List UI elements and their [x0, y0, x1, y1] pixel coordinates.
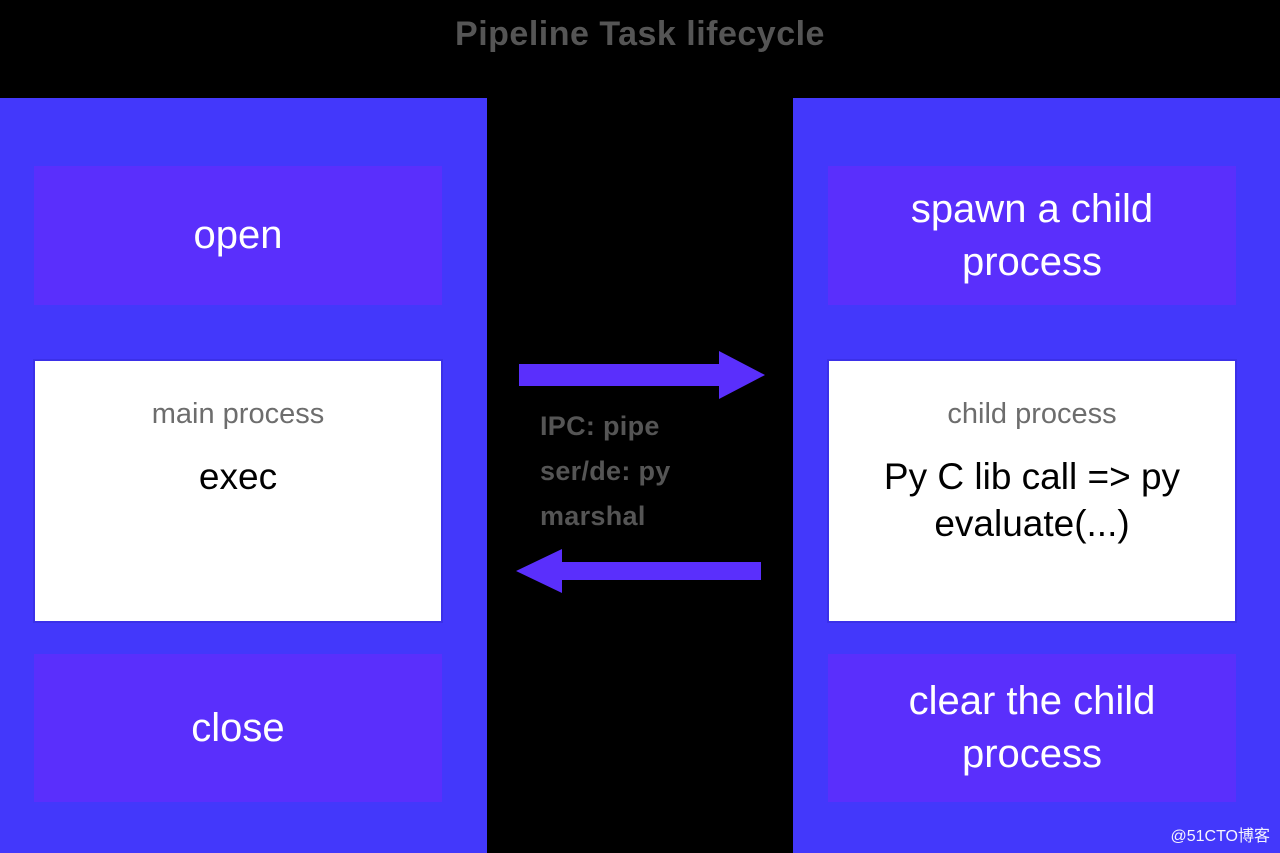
page-title: Pipeline Task lifecycle — [455, 15, 825, 53]
stage-box-clear-child: clear the child process — [828, 654, 1236, 802]
child-process-body: Py C lib call => py evaluate(...) — [883, 456, 1181, 544]
watermark: @51CTO博客 — [1170, 828, 1270, 845]
main-process-body: exec — [198, 456, 278, 497]
child-process-label: child process — [947, 398, 1117, 430]
ipc-caption-line-2: ser/de: py — [540, 456, 671, 486]
child-process-box: child process Py C lib call => py evalua… — [827, 359, 1237, 623]
ipc-column — [487, 98, 793, 853]
stage-box-open: open — [34, 166, 442, 305]
stage-box-spawn-child: spawn a child process — [828, 166, 1236, 305]
stage-box-close: close — [34, 654, 442, 802]
arrow-right-icon — [519, 351, 765, 404]
main-process-box: main process exec — [33, 359, 443, 623]
arrow-left-icon — [516, 549, 761, 598]
ipc-caption: IPC: pipe ser/de: py marshal — [540, 404, 750, 539]
ipc-caption-line-3: marshal — [540, 501, 646, 531]
main-process-label: main process — [151, 398, 325, 430]
ipc-caption-line-1: IPC: pipe — [540, 411, 660, 441]
